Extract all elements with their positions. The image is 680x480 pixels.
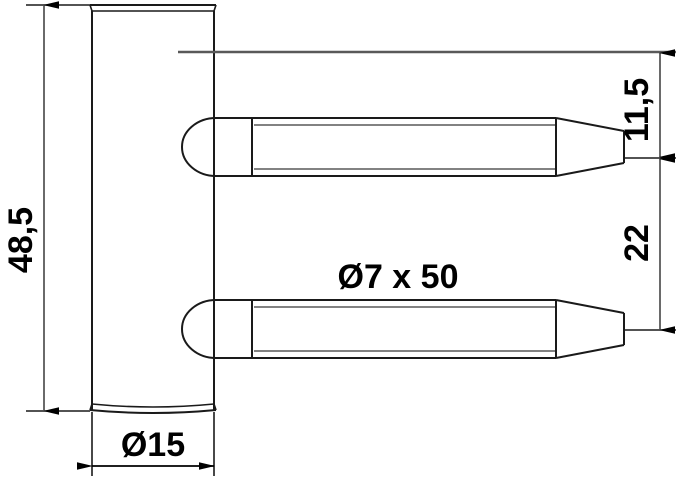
dimension-label-pin-spacing: 22 <box>618 224 656 262</box>
dimension-top-pin-offset: 11,5 <box>618 49 676 161</box>
dimension-overall-height: 48,5 <box>2 1 90 415</box>
dimension-label-plate-thickness: Ø15 <box>121 426 185 464</box>
plate-bottom-right-bevel <box>213 403 217 411</box>
lower-pin <box>181 299 625 359</box>
lower-pin-taper-top <box>555 299 625 314</box>
dimension-label-overall-height: 48,5 <box>2 207 40 273</box>
plate-bottom-left-bevel <box>89 403 93 411</box>
dimension-pin-spacing: 22 <box>618 155 676 334</box>
annotation-pin-spec: Ø7 x 50 <box>338 258 459 296</box>
upper-pin-taper-bottom <box>555 162 625 177</box>
plate-top-left-bevel <box>89 4 93 12</box>
plate-bottom-edge-outer <box>89 409 217 414</box>
plate-bottom-edge-inner <box>91 403 215 408</box>
lower-pin-taper-bottom <box>555 344 625 359</box>
plate-top-right-bevel <box>213 4 217 12</box>
upper-pin-taper-top <box>555 117 625 132</box>
dimension-plate-thickness: Ø15 <box>77 412 215 476</box>
upper-pin <box>181 117 625 177</box>
lower-pin-round-cap <box>181 299 217 359</box>
dimension-label-top-pin-offset: 11,5 <box>618 78 656 142</box>
mounting-plate <box>89 4 217 414</box>
upper-pin-round-cap <box>181 117 217 177</box>
